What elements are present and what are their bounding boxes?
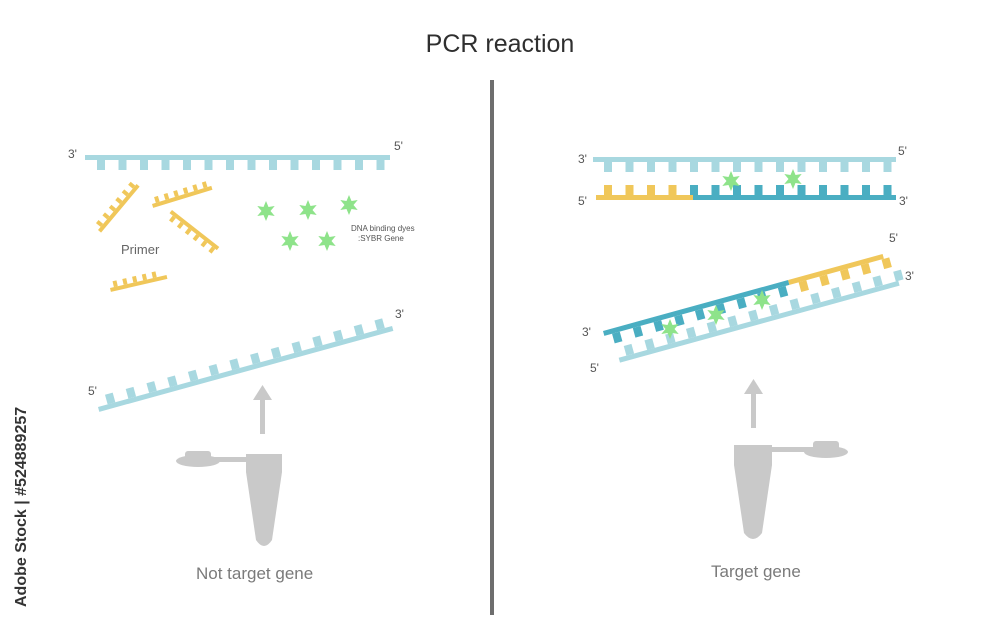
primer-3 — [168, 210, 220, 254]
dye-label-line2: :SYBR Gene — [358, 234, 404, 243]
template-strand-top-right — [593, 157, 896, 172]
primer-label: Primer — [121, 242, 160, 257]
end-label-5prime-top-left: 5' — [394, 139, 403, 153]
primer-1 — [95, 181, 140, 233]
end-label-5prime-mid-right: 5' — [578, 194, 587, 208]
template-strand-top — [85, 155, 390, 170]
pcr-tube-icon — [176, 451, 282, 546]
end-label-3prime-top-left: 3' — [68, 147, 77, 161]
stock-id-watermark: Adobe Stock | #524889257 — [13, 406, 30, 607]
end-label-3prime-tilt-left: 3' — [582, 325, 591, 339]
pcr-tube-icon-right — [734, 441, 848, 539]
up-arrow-icon-right — [744, 379, 763, 428]
extended-strand-right — [596, 185, 896, 200]
end-label-5prime-lower-left: 5' — [88, 384, 97, 398]
free-dyes — [257, 195, 358, 251]
page-title: PCR reaction — [425, 30, 575, 58]
caption-not-target: Not target gene — [196, 564, 314, 583]
template-strand-lower-left — [98, 318, 394, 412]
tilted-duplex-right — [603, 253, 904, 363]
end-label-5prime-tilt-right: 5' — [889, 231, 898, 245]
up-arrow-icon — [253, 385, 272, 434]
dye-label-line1: DNA binding dyes — [351, 224, 415, 233]
end-label-5prime-top-right: 5' — [898, 144, 907, 158]
free-primers — [95, 181, 220, 292]
end-label-3prime-lower-left: 3' — [395, 307, 404, 321]
end-label-5prime-tilt-left: 5' — [590, 361, 599, 375]
end-label-3prime-top-right: 3' — [578, 152, 587, 166]
primer-2 — [152, 181, 213, 208]
end-label-3prime-tilt-right: 3' — [905, 269, 914, 283]
end-label-3prime-mid-right: 3' — [899, 194, 908, 208]
caption-target: Target gene — [711, 562, 801, 581]
primer-4 — [110, 271, 168, 292]
